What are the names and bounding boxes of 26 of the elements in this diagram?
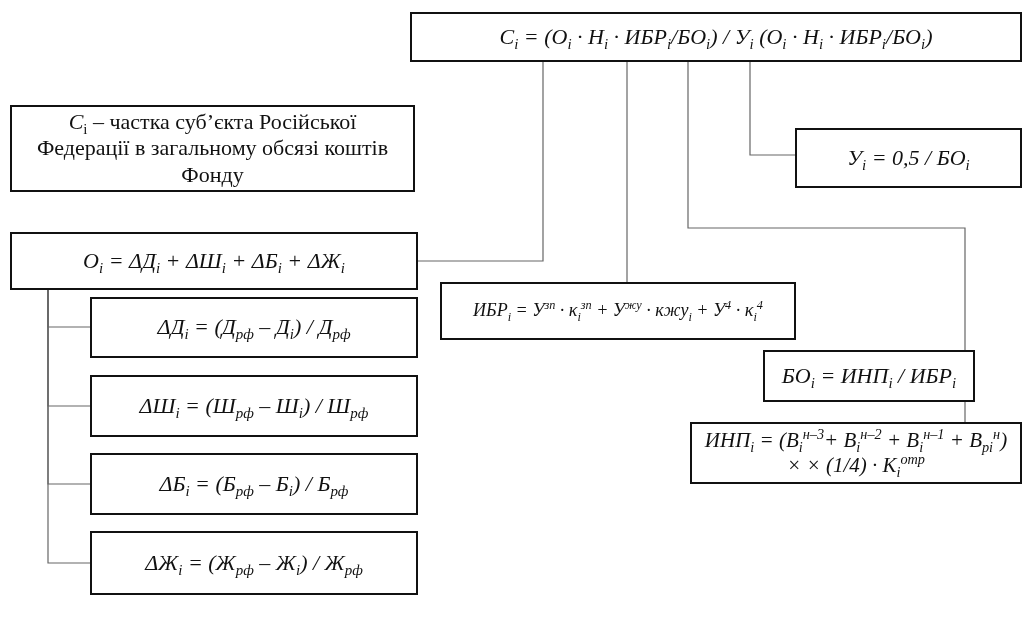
formula-text: С$_{i}$ = (О$_{i}$ · Н$_{i}$ · ИБР$_{i}$/БО$_{i}$) / У$_{i}$ (О$_{i}$ · Н$_{i}$ · ИБР$_{i}$/БО$_{i}$) xyxy=(499,23,933,51)
formula-box xyxy=(90,531,418,595)
formula-text: У$_{i}$ = 0,5 / БО$_{i}$ xyxy=(847,144,970,172)
formula-box xyxy=(795,128,1022,188)
connector-line xyxy=(417,61,544,262)
connector-line xyxy=(687,61,966,351)
connector-line xyxy=(626,61,628,283)
formula-text: ΔД$_{i}$ = (Д$_{рф}$ – Д$_{i}$) / Д$_{рф}$ xyxy=(157,314,351,341)
formula-text: БО$_{i}$ = ИНП$_{i}$ / ИБР$_{i}$ xyxy=(781,362,957,390)
connector-line xyxy=(749,61,796,156)
formula-text: О$_{i}$ = ΔД$_{i}$ + ΔШ$_{i}$ + ΔБ$_{i}$ + ΔЖ$_{i}$ xyxy=(83,247,345,275)
formula-box xyxy=(690,422,1022,484)
definition-box xyxy=(10,105,415,192)
connector-line xyxy=(47,289,91,564)
formula-box xyxy=(90,297,418,358)
formula-text: ΔБ$_{i}$ = (Б$_{рф}$ – Б$_{i}$) / Б$_{рф}$ xyxy=(159,470,349,498)
connector-line xyxy=(964,401,966,423)
formula-box xyxy=(90,453,418,515)
formula-text: ΔЖ$_{i}$ = (Ж$_{рф}$ – Ж$_{i}$) / Ж$_{рф}$ xyxy=(145,549,363,577)
formula-box xyxy=(90,375,418,437)
definition-text: С$_{i}$ – частка суб’єкта Російської Федерації в загальному обсязі коштів Фонду xyxy=(35,108,390,189)
formula-box xyxy=(440,282,796,340)
formula-box xyxy=(410,12,1022,62)
formula-box xyxy=(10,232,418,290)
formula-box xyxy=(763,350,975,402)
formula-text: ΔШ$_{i}$ = (Ш$_{рф}$ – Ш$_{i}$) / Ш$_{рф}$ xyxy=(139,392,369,420)
